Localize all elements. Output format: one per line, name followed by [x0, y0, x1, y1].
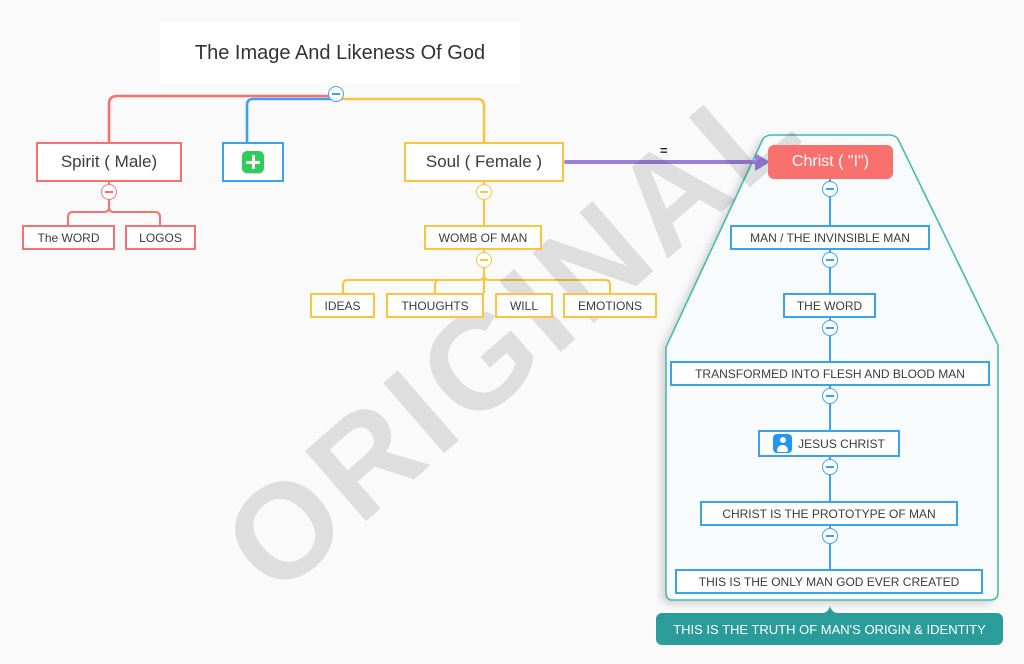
node-soul[interactable]: Soul ( Female ): [404, 142, 564, 182]
node-jesus-christ-label: JESUS CHRIST: [798, 436, 885, 451]
association-link-label: =: [660, 143, 668, 158]
collapse-badge-the-word[interactable]: [822, 320, 838, 336]
node-the-word-right[interactable]: THE WORD: [783, 293, 876, 318]
node-the-word-left[interactable]: The WORD: [22, 225, 115, 250]
node-jesus-christ[interactable]: JESUS CHRIST: [758, 430, 900, 457]
collapse-badge-spirit[interactable]: [101, 184, 117, 200]
collapse-badge-man[interactable]: [822, 252, 838, 268]
node-truth-callout[interactable]: THIS IS THE TRUTH OF MAN'S ORIGIN & IDEN…: [656, 613, 1003, 645]
plus-icon: [242, 151, 264, 173]
collapse-badge-soul[interactable]: [476, 184, 492, 200]
collapse-badge-womb[interactable]: [476, 252, 492, 268]
node-ideas[interactable]: IDEAS: [310, 293, 375, 318]
node-christ[interactable]: Christ ( "I"): [768, 145, 893, 179]
page-title: The Image And Likeness Of God: [160, 22, 520, 84]
node-spirit[interactable]: Spirit ( Male): [36, 142, 182, 182]
node-emotions[interactable]: EMOTIONS: [563, 293, 657, 318]
node-man-invisible[interactable]: MAN / THE INVINSIBLE MAN: [730, 225, 930, 250]
node-logos[interactable]: LOGOS: [125, 225, 196, 250]
node-thoughts[interactable]: THOUGHTS: [386, 293, 484, 318]
node-only-man-created[interactable]: THIS IS THE ONLY MAN GOD EVER CREATED: [675, 569, 983, 594]
collapse-badge-christ[interactable]: [822, 181, 838, 197]
collapse-badge-prototype[interactable]: [822, 528, 838, 544]
person-icon: [773, 434, 793, 453]
node-christ-prototype[interactable]: CHRIST IS THE PROTOTYPE OF MAN: [700, 501, 958, 526]
node-will[interactable]: WILL: [495, 293, 553, 318]
collapse-badge-jesus[interactable]: [822, 459, 838, 475]
node-transformed-flesh-blood[interactable]: TRANSFORMED INTO FLESH AND BLOOD MAN: [670, 361, 990, 386]
node-womb-of-man[interactable]: WOMB OF MAN: [424, 225, 542, 250]
watermark-text: ORIGINAL: [195, 42, 829, 622]
collapse-badge-root[interactable]: [328, 86, 344, 102]
collapse-badge-transformed[interactable]: [822, 388, 838, 404]
node-plus[interactable]: [222, 142, 284, 182]
